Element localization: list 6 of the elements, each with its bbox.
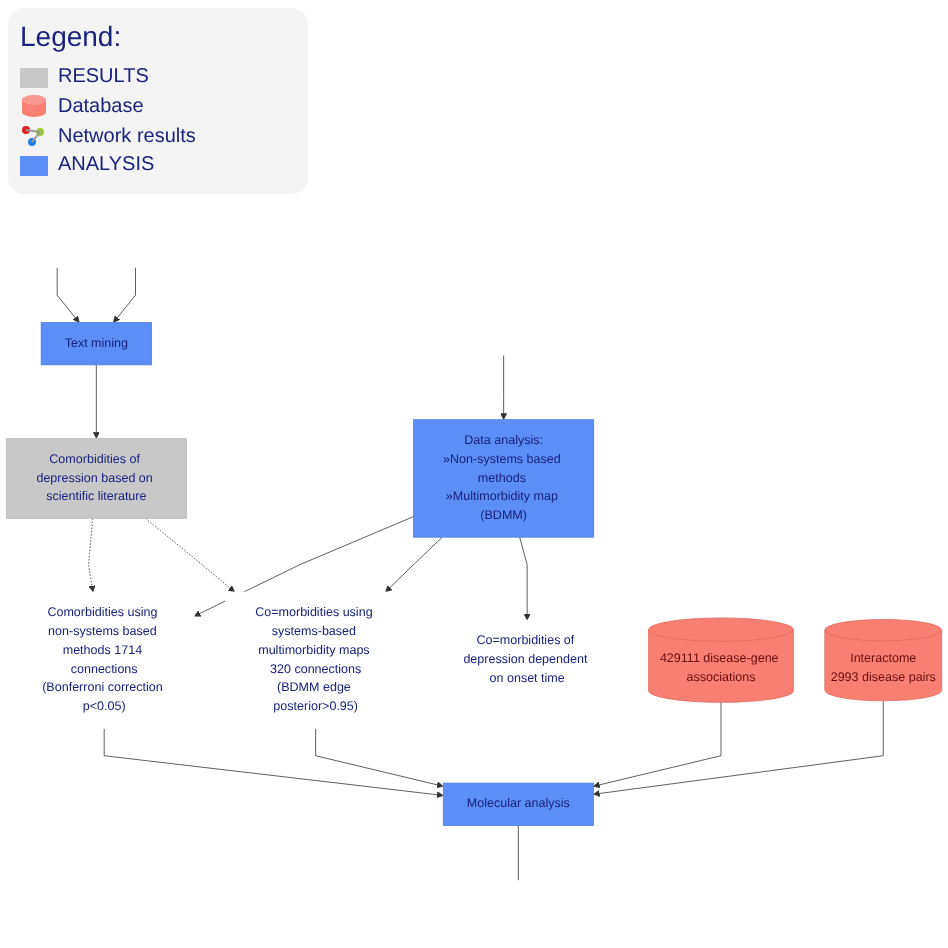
legend-text: ANALYSIS [58,154,155,176]
legend-text: RESULTS [58,66,149,88]
legend-text: Network results [58,125,196,147]
legend-title: Legend: [20,20,122,52]
legend-text: Database [58,95,144,117]
connector [517,825,519,881]
